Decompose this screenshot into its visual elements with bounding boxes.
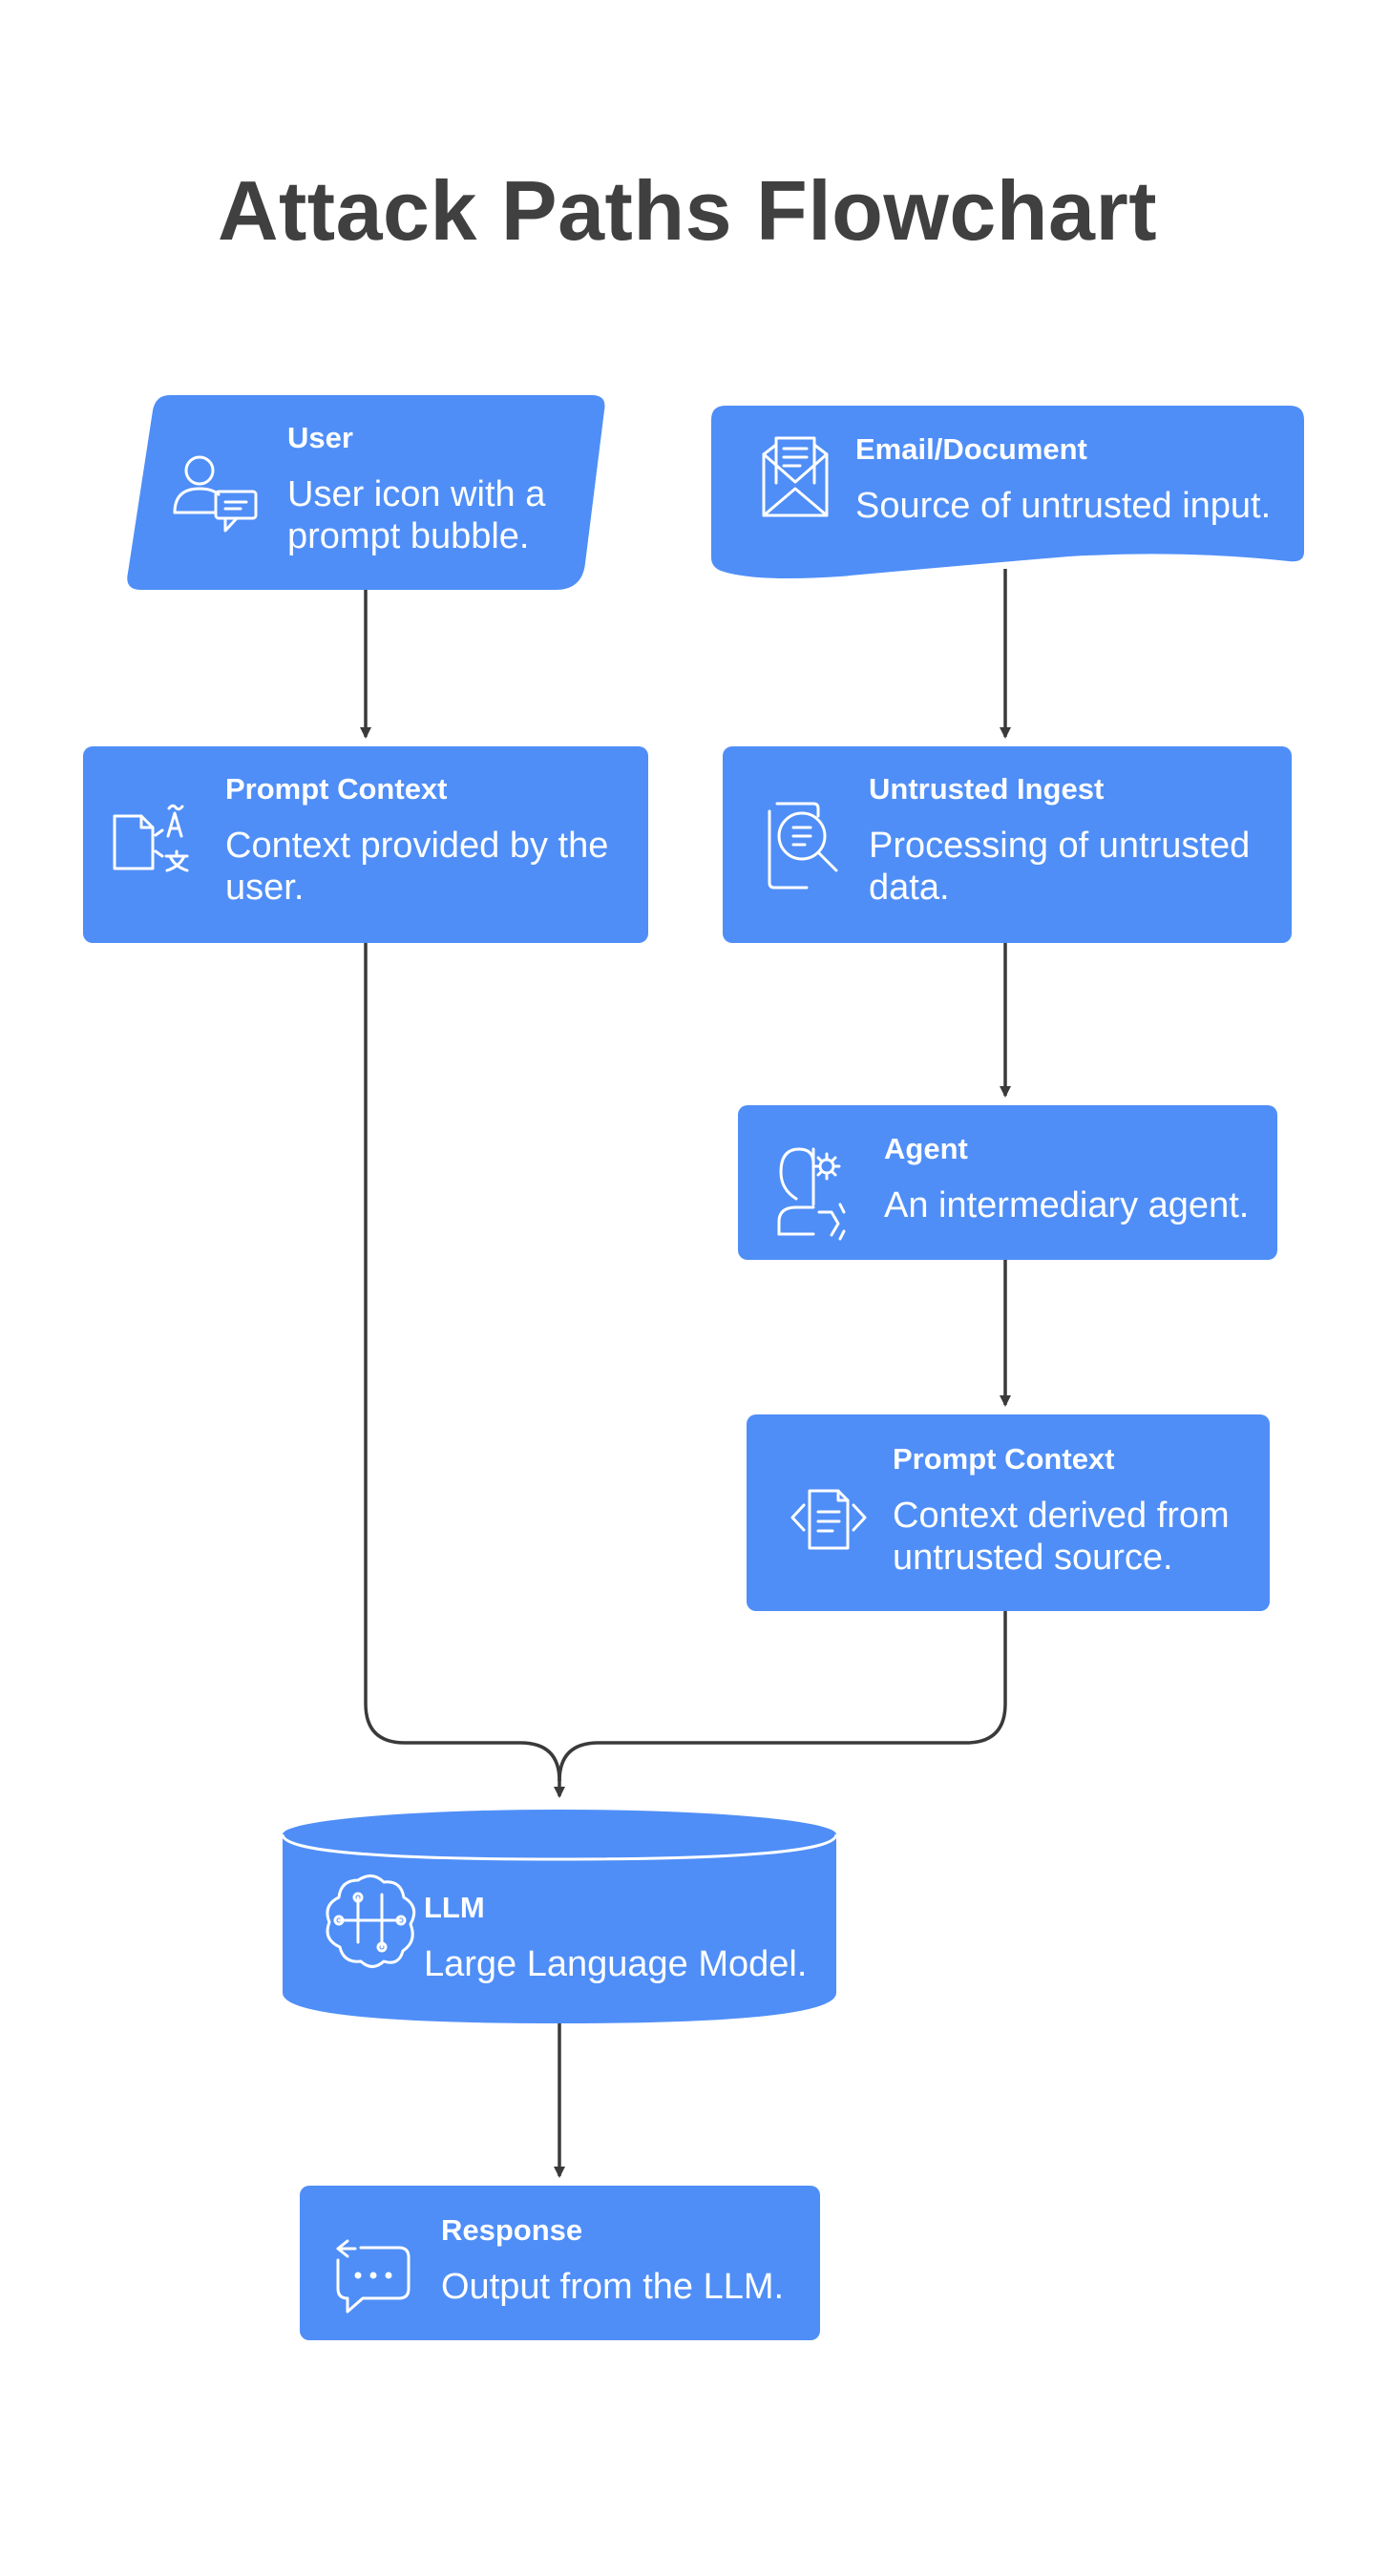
- node-email-document: Email/Document Source of untrusted input…: [855, 431, 1271, 527]
- node-agent-description-line: An intermediary agent.: [884, 1185, 1250, 1225]
- envelope-document-icon: [762, 436, 829, 517]
- node-agent-title: Agent: [884, 1132, 968, 1165]
- node-llm-description-line: Large Language Model.: [424, 1944, 808, 1984]
- diagram-title: Attack Paths Flowchart: [217, 163, 1158, 258]
- node-agent-description: An intermediary agent.: [884, 1184, 1249, 1226]
- user-chat-icon: [173, 455, 258, 533]
- node-response-description: Output from the LLM.: [441, 2266, 784, 2308]
- node-prompt-context-untrusted-description-line: Context derived from: [893, 1496, 1230, 1536]
- edge-prompt-context-untrusted-to-llm: [558, 1611, 1007, 1782]
- agent-gear-icon: [777, 1147, 846, 1241]
- node-response-title: Response: [441, 2213, 583, 2247]
- node-prompt-context-description-line: user.: [225, 868, 305, 908]
- translate-document-icon: [113, 804, 189, 872]
- node-user: User User icon with a prompt bubble.: [287, 420, 545, 557]
- document-search-icon: [768, 802, 838, 890]
- node-user-description: User icon with a prompt bubble.: [287, 473, 545, 557]
- node-llm-shape: [281, 1810, 838, 2023]
- node-response-description-line: Output from the LLM.: [441, 2267, 785, 2307]
- node-prompt-context-title: Prompt Context: [225, 772, 448, 806]
- node-user-title: User: [287, 421, 353, 454]
- edge-prompt-context-to-llm: [364, 943, 561, 1782]
- node-untrusted-ingest-shape: [723, 746, 1292, 943]
- node-email-shape: [711, 406, 1304, 578]
- node-prompt-context-untrusted-description-line: untrusted source.: [893, 1538, 1173, 1578]
- node-llm: LLM Large Language Model.: [424, 1890, 807, 1985]
- node-untrusted-ingest-description-line: data.: [869, 868, 950, 908]
- node-prompt-context-description: Context provided by the user.: [225, 825, 608, 909]
- chat-reply-icon: [336, 2239, 411, 2314]
- node-email-description-line: Source of untrusted input.: [855, 486, 1272, 526]
- node-prompt-context: Prompt Context Context provided by the u…: [225, 771, 608, 909]
- node-llm-description: Large Language Model.: [424, 1943, 807, 1985]
- node-prompt-context-untrusted-title: Prompt Context: [893, 1442, 1115, 1476]
- node-prompt-context-untrusted: Prompt Context Context derived from untr…: [893, 1441, 1230, 1579]
- node-prompt-context-untrusted-description: Context derived from untrusted source.: [893, 1495, 1230, 1579]
- node-response: Response Output from the LLM.: [441, 2212, 784, 2308]
- node-prompt-context-untrusted-shape: [747, 1414, 1270, 1611]
- node-llm-title: LLM: [424, 1891, 485, 1924]
- node-user-description-line: User icon with a: [287, 474, 546, 514]
- node-prompt-context-description-line: Context provided by the: [225, 826, 609, 866]
- node-email-title: Email/Document: [855, 432, 1087, 466]
- node-response-shape: [300, 2186, 820, 2340]
- node-agent: Agent An intermediary agent.: [884, 1131, 1249, 1226]
- node-user-shape: [127, 395, 605, 590]
- node-untrusted-ingest-title: Untrusted Ingest: [869, 772, 1105, 806]
- node-untrusted-ingest-description-line: Processing of untrusted: [869, 826, 1251, 866]
- node-user-description-line: prompt bubble.: [287, 516, 530, 556]
- code-document-icon: [790, 1489, 867, 1550]
- brain-circuit-icon: [326, 1874, 416, 1968]
- node-untrusted-ingest-description: Processing of untrusted data.: [869, 825, 1250, 909]
- node-prompt-context-shape: [83, 746, 648, 943]
- node-agent-shape: [738, 1105, 1277, 1260]
- node-email-description: Source of untrusted input.: [855, 485, 1271, 527]
- node-untrusted-ingest: Untrusted Ingest Processing of untrusted…: [869, 771, 1250, 909]
